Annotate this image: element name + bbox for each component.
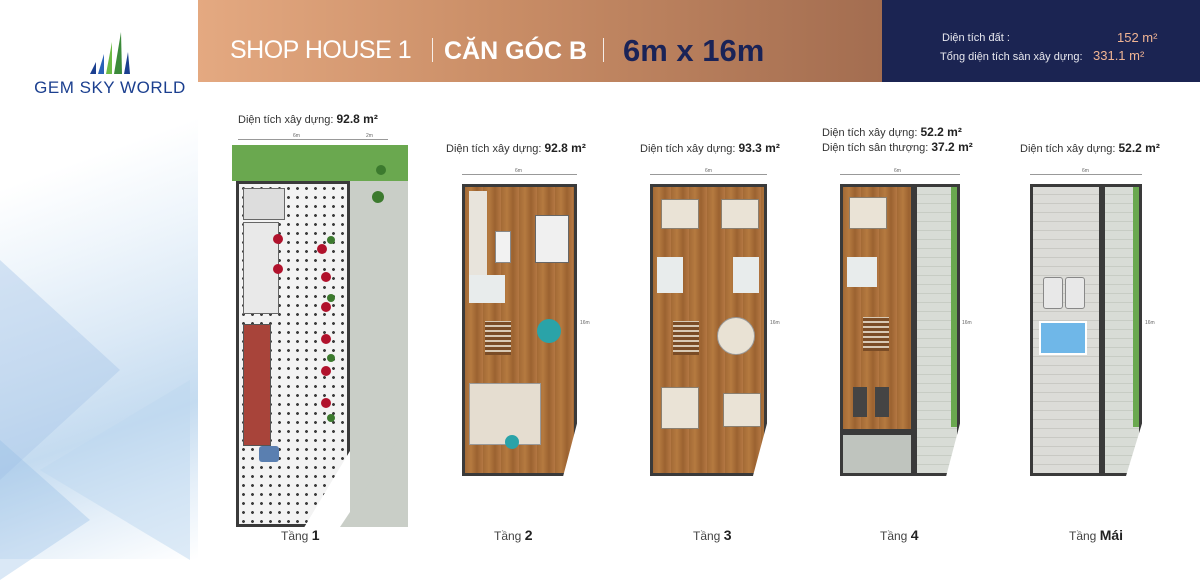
dimension-line [840,174,960,175]
chair [321,334,331,344]
floor-2-plan [462,184,577,476]
skylight [1039,321,1087,355]
dimension-line [238,139,388,140]
brand-name: GEM SKY WORLD [34,78,186,97]
chair [321,272,331,282]
decor-triangle [40,380,190,560]
kitchen-counter [469,191,487,283]
plant [327,354,335,362]
rooftop-terrace [914,184,960,476]
floor-2-caption: Tầng 2 [494,527,533,543]
floor-4-plan [840,184,960,476]
roof-plan [1030,184,1142,476]
bed [723,393,761,427]
floor-1-caption: Tầng 1 [281,527,320,543]
staircase [485,321,511,355]
project-name: SHOP HOUSE 1 [230,36,412,64]
title-separator [432,38,433,62]
water-tank [1043,277,1063,309]
dining-table [535,215,569,263]
decor-triangle [0,440,90,580]
area-summary-box: Diện tích đất : 152 m² Tổng diện tích sà… [882,0,1200,82]
floor-1-area: Diện tích xây dựng: 92.8 m² [238,112,378,126]
dimension-line [462,174,577,175]
floor-1-plan [232,145,408,527]
dimension-length: 16m [770,320,780,326]
chair [321,366,331,376]
bed [661,199,699,229]
brand-logo: GEM SKY WORLD [30,32,190,102]
lounge-chair [259,446,279,462]
dimension-length: 16m [1145,320,1155,326]
floor-4-interior [840,184,914,432]
roof-deck [1030,184,1102,476]
roof-terrace [1102,184,1142,476]
plant [327,236,335,244]
counter [243,188,285,220]
dimension-width: 6m [293,133,300,139]
land-area-value: 152 m² [1117,30,1158,45]
chair [317,244,327,254]
chair [273,234,283,244]
dimension-width: 6m [515,168,522,174]
bed [721,199,759,229]
plant [376,165,386,175]
staircase [863,317,889,351]
brand-sidebar: GEM SKY WORLD [0,0,198,580]
dimension-width: 6m [894,168,901,174]
bathroom [733,257,759,293]
living-area [469,383,541,445]
dimension-width: 6m [705,168,712,174]
bed [849,197,887,229]
restroom [469,275,505,303]
round-table [537,319,561,343]
chair [321,302,331,312]
bed [661,387,699,429]
floor-3-caption: Tầng 3 [693,527,732,543]
chair [273,264,283,274]
floor-4-terrace-area: Diện tích sân thượng: 37.2 m² [822,140,973,154]
dimension-length: 16m [962,320,972,326]
bathroom [847,257,877,287]
dimension-line [1030,174,1142,175]
lounge-area [717,317,755,355]
total-area-label: Tổng diện tích sàn xây dựng: [940,51,1083,63]
chair [321,398,331,408]
floor-4-area: Diện tích xây dựng: 52.2 m² [822,125,962,139]
unit-name: CĂN GÓC B [444,37,588,65]
armchair [505,435,519,449]
planter-strip [1133,187,1139,427]
display-rack [243,324,271,446]
dimension-length: 16m [580,320,590,326]
kitchen-island [495,231,511,263]
dimension-line [650,174,767,175]
terrace-lounge [840,432,914,476]
roof-caption: Tầng Mái [1069,527,1124,543]
lounger [853,387,867,417]
shop-floor [236,181,350,527]
floor-3-area: Diện tích xây dựng: 93.3 m² [640,141,780,155]
floor-2-area: Diện tích xây dựng: 92.8 m² [446,141,586,155]
roof-area: Diện tích xây dựng: 52.2 m² [1020,141,1160,155]
floor-4-caption: Tầng 4 [880,527,919,543]
water-tank [1065,277,1085,309]
dimension-width: 6m [1082,168,1089,174]
plant [327,294,335,302]
title-separator [603,38,604,62]
unit-dimensions: 6m x 16m [623,33,765,68]
dimension-side: 2m [366,133,373,139]
plant [372,191,384,203]
lounger [875,387,889,417]
planter-strip [951,187,957,427]
gem-sky-world-logo-icon [90,32,130,74]
garden-strip [232,145,408,181]
total-area-value: 331.1 m² [1093,48,1145,63]
bathroom [657,257,683,293]
plant [327,414,335,422]
header-title-bar: SHOP HOUSE 1 CĂN GÓC B 6m x 16m [198,0,882,82]
floor-3-plan [650,184,767,476]
land-area-label: Diện tích đất : [942,32,1010,44]
staircase [673,321,699,355]
